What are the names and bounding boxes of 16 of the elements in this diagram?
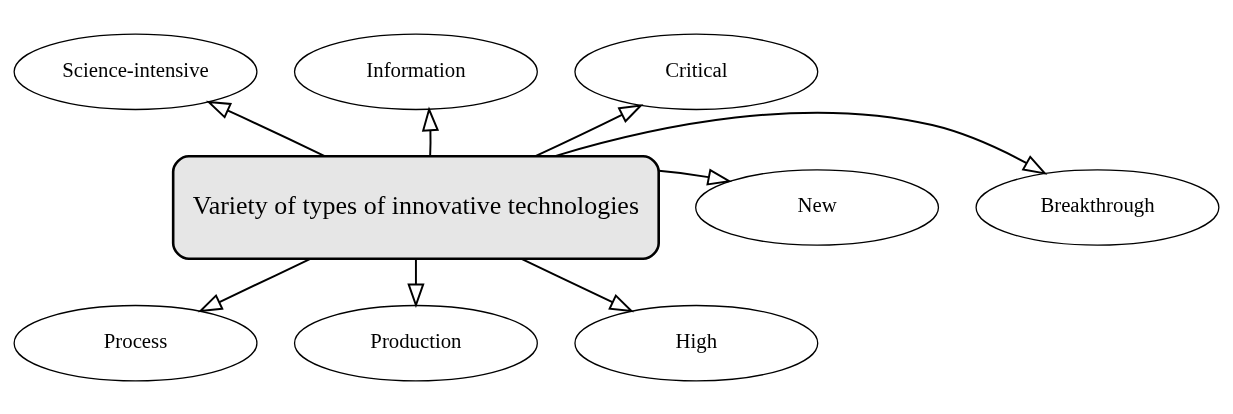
node-ellipse: Production [293, 304, 538, 381]
arrow [520, 257, 635, 312]
arrow [535, 103, 644, 157]
node-ellipse: High [574, 304, 819, 381]
arrow [657, 168, 733, 185]
arrow [205, 100, 326, 157]
arrow [407, 257, 425, 308]
arrow [197, 257, 312, 312]
node-ellipse: Breakthrough [975, 168, 1220, 246]
arrow [554, 111, 1048, 175]
node-box: Variety of types of innovative technologies [171, 154, 660, 260]
arrow [421, 106, 440, 157]
node-ellipse: Information [293, 33, 538, 110]
node-ellipse: Science-intensive [13, 33, 258, 110]
node-ellipse: Process [13, 304, 258, 381]
node-ellipse: Critical [574, 33, 819, 110]
